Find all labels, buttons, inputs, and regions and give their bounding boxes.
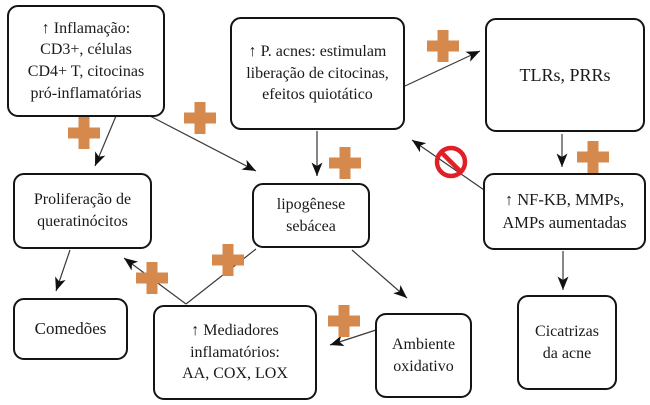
node-cicatrizas: Cicatrizas da acne: [517, 295, 617, 390]
node-nfkb: ↑ NF-KB, MMPs, AMPs aumentadas: [483, 173, 646, 250]
node-mediadores: ↑ Mediadores inflamatórios: AA, COX, LOX: [153, 305, 317, 400]
node-inflamacao: ↑ Inflamação: CD3+, células CD4+ T, cito…: [7, 5, 165, 117]
node-text-line: sebácea: [286, 217, 336, 235]
plus-icon: [184, 102, 216, 134]
node-text-line: ↑ P. acnes: estimulam: [248, 42, 387, 60]
node-text-line: queratinócitos: [37, 213, 128, 230]
line-lipogenese-to-mediadores: [185, 248, 257, 305]
plus-icon: [329, 147, 361, 179]
arrow-nfkb-to-pacnes-inhibit: [411, 139, 488, 193]
plus-icon: [212, 244, 244, 276]
arrow-ambiente-to-mediadores: [329, 329, 377, 347]
node-proliferacao: Proliferação de queratinócitos: [13, 173, 152, 249]
node-text-line: TLRs, PRRs: [519, 64, 611, 85]
plus-icon: [427, 30, 459, 62]
arrow-inflamacao-to-lipogenese: [149, 115, 257, 172]
node-ambiente: Ambiente oxidativo: [375, 313, 472, 398]
arrow-inflamacao-to-proliferacao: [94, 115, 117, 167]
node-text-line: efeitos quiotático: [262, 86, 373, 104]
node-text-line: CD4+ T, citocinas: [27, 63, 145, 80]
node-comedoes: Comedões: [13, 298, 128, 360]
arrow-pacnes-to-tlrs: [404, 50, 481, 87]
node-tlrs-prrs: TLRs, PRRs: [485, 18, 645, 132]
node-text-line: AA, COX, LOX: [182, 365, 288, 383]
node-text-line: pró-inflamatórias: [30, 84, 142, 102]
node-text-line: da acne: [542, 344, 592, 362]
node-p-acnes: ↑ P. acnes: estimulam liberação de citoc…: [230, 17, 405, 130]
node-text-line: lipogênese: [276, 195, 346, 213]
node-text-line: Comedões: [34, 319, 107, 339]
plus-icon: [68, 117, 100, 149]
plus-icon: [577, 141, 609, 173]
arrow-lipogenese-to-ambiente: [351, 249, 408, 299]
prohibition-icon: [434, 145, 468, 179]
node-text-line: CD3+, células: [40, 41, 132, 59]
node-text-line: ↑ Inflamação:: [41, 19, 131, 37]
node-text-line: liberação de citocinas,: [246, 64, 389, 82]
node-text-line: oxidativo: [393, 357, 454, 375]
node-text-line: AMPs aumentadas: [502, 212, 627, 232]
plus-icon: [136, 262, 168, 294]
arrow-proliferacao-to-comedoes: [55, 249, 71, 292]
node-text-line: Proliferação de: [33, 191, 132, 209]
node-lipogenese: lipogênese sebácea: [252, 183, 370, 248]
plus-icon: [328, 305, 360, 337]
node-text-line: inflamatórios:: [190, 343, 280, 361]
node-text-line: Ambiente: [391, 335, 456, 353]
node-text-line: Cicatrizas: [535, 322, 599, 340]
node-text-line: ↑ Mediadores: [191, 321, 279, 339]
node-text-line: ↑ NF-KB, MMPs,: [504, 190, 625, 210]
